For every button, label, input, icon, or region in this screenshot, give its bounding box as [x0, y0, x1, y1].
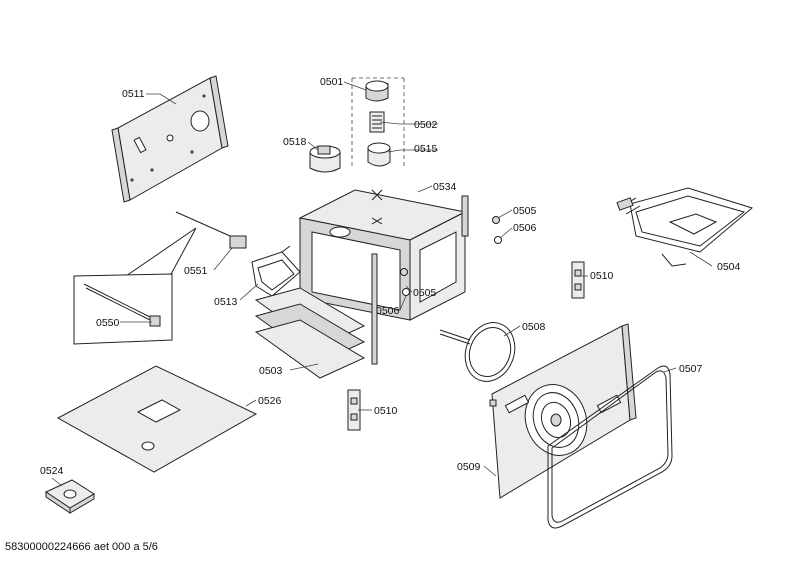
bottom-heating-element-part — [251, 245, 301, 297]
hinge-lower-part — [347, 389, 361, 431]
part-labels: 0511 0501 0502 0515 0518 0534 0505 0506 … — [40, 76, 741, 477]
label-0501: 0501 — [320, 76, 344, 88]
label-0510-upper: 0510 — [590, 270, 614, 282]
temperature-sensor-part — [125, 211, 247, 277]
back-panel-part — [111, 75, 229, 203]
label-0526: 0526 — [258, 395, 282, 407]
circular-heating-element-part — [439, 322, 516, 382]
label-0502: 0502 — [414, 119, 438, 131]
label-0505-upper: 0505 — [513, 205, 537, 217]
control-knob-group-part — [351, 77, 405, 168]
fan-motor-part — [309, 145, 341, 173]
label-0518: 0518 — [283, 136, 307, 148]
oven-cavity-part — [298, 189, 469, 365]
label-0534: 0534 — [433, 181, 457, 193]
label-0503: 0503 — [259, 365, 283, 377]
label-0551: 0551 — [184, 265, 208, 277]
label-0513: 0513 — [214, 296, 238, 308]
label-0506-lower: 0506 — [376, 305, 400, 317]
label-0524: 0524 — [40, 465, 64, 477]
bottom-tray-part — [254, 287, 366, 379]
label-0510-lower: 0510 — [374, 405, 398, 417]
grill-heating-element-part — [616, 187, 754, 267]
label-0515: 0515 — [414, 143, 438, 155]
insulation-mat-part — [56, 365, 258, 473]
label-0505-lower: 0505 — [413, 287, 437, 299]
hinge-upper-part — [571, 261, 585, 299]
spacer-pad-part — [44, 479, 95, 514]
label-0504: 0504 — [717, 261, 741, 273]
label-0511: 0511 — [122, 88, 145, 100]
fastener-parts — [400, 216, 502, 296]
sensor-detail-box — [73, 273, 173, 345]
label-0508: 0508 — [522, 321, 546, 333]
label-0506-upper: 0506 — [513, 222, 537, 234]
label-0509: 0509 — [457, 461, 481, 473]
label-0550: 0550 — [96, 317, 120, 329]
fan-back-wall-part — [489, 323, 637, 499]
door-seal-part — [547, 365, 673, 529]
label-0507: 0507 — [679, 363, 703, 375]
drawing-reference-footer: 58300000224666 aet 000 a 5/6 — [5, 541, 158, 553]
leader-lines — [51, 81, 713, 487]
